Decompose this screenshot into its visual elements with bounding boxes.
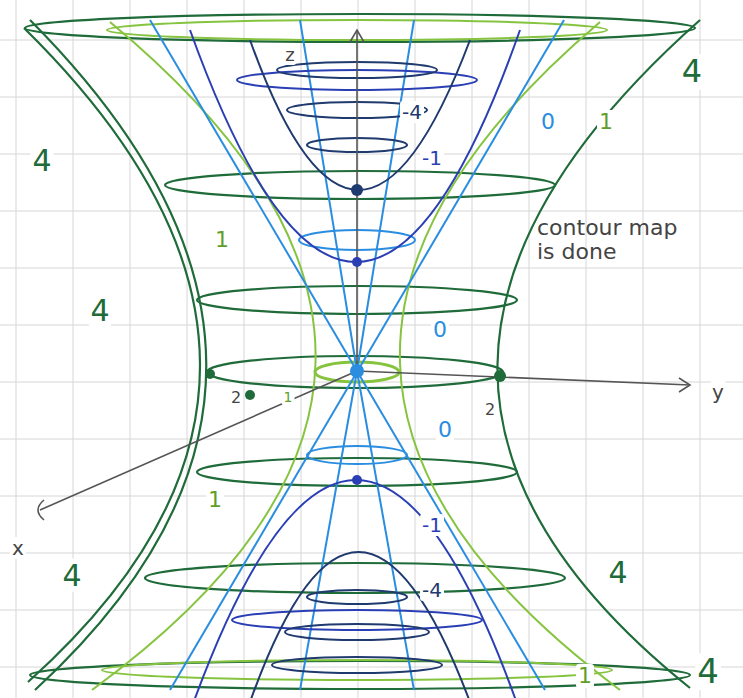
level-label: 4 bbox=[680, 54, 704, 89]
level-label: -4 bbox=[400, 101, 424, 123]
level-label: 1 bbox=[282, 390, 295, 405]
level-label: 4 bbox=[60, 559, 83, 592]
level-label: -1 bbox=[420, 514, 444, 536]
level-label: -1 bbox=[420, 147, 444, 169]
level-label: 1 bbox=[206, 488, 224, 512]
level-label: 4 bbox=[606, 556, 629, 589]
level-label: 4 bbox=[695, 653, 721, 690]
level-label: 1 bbox=[597, 110, 615, 134]
level-label: 0 bbox=[539, 110, 557, 134]
axis-label: z bbox=[283, 45, 296, 65]
level-label: -4 bbox=[420, 579, 444, 601]
tick-label: 2 bbox=[229, 389, 243, 407]
level-label: 4 bbox=[88, 294, 111, 327]
tick-label: 2 bbox=[483, 401, 497, 419]
axis-label: y bbox=[710, 381, 726, 403]
level-label: 1 bbox=[576, 664, 594, 688]
level-label: 0 bbox=[431, 318, 449, 342]
level-label: 4 bbox=[30, 144, 53, 177]
axis-label: x bbox=[10, 537, 26, 559]
level-label: 1 bbox=[213, 228, 231, 252]
level-label: 0 bbox=[436, 418, 454, 442]
note-text: contour map is done bbox=[535, 216, 689, 264]
